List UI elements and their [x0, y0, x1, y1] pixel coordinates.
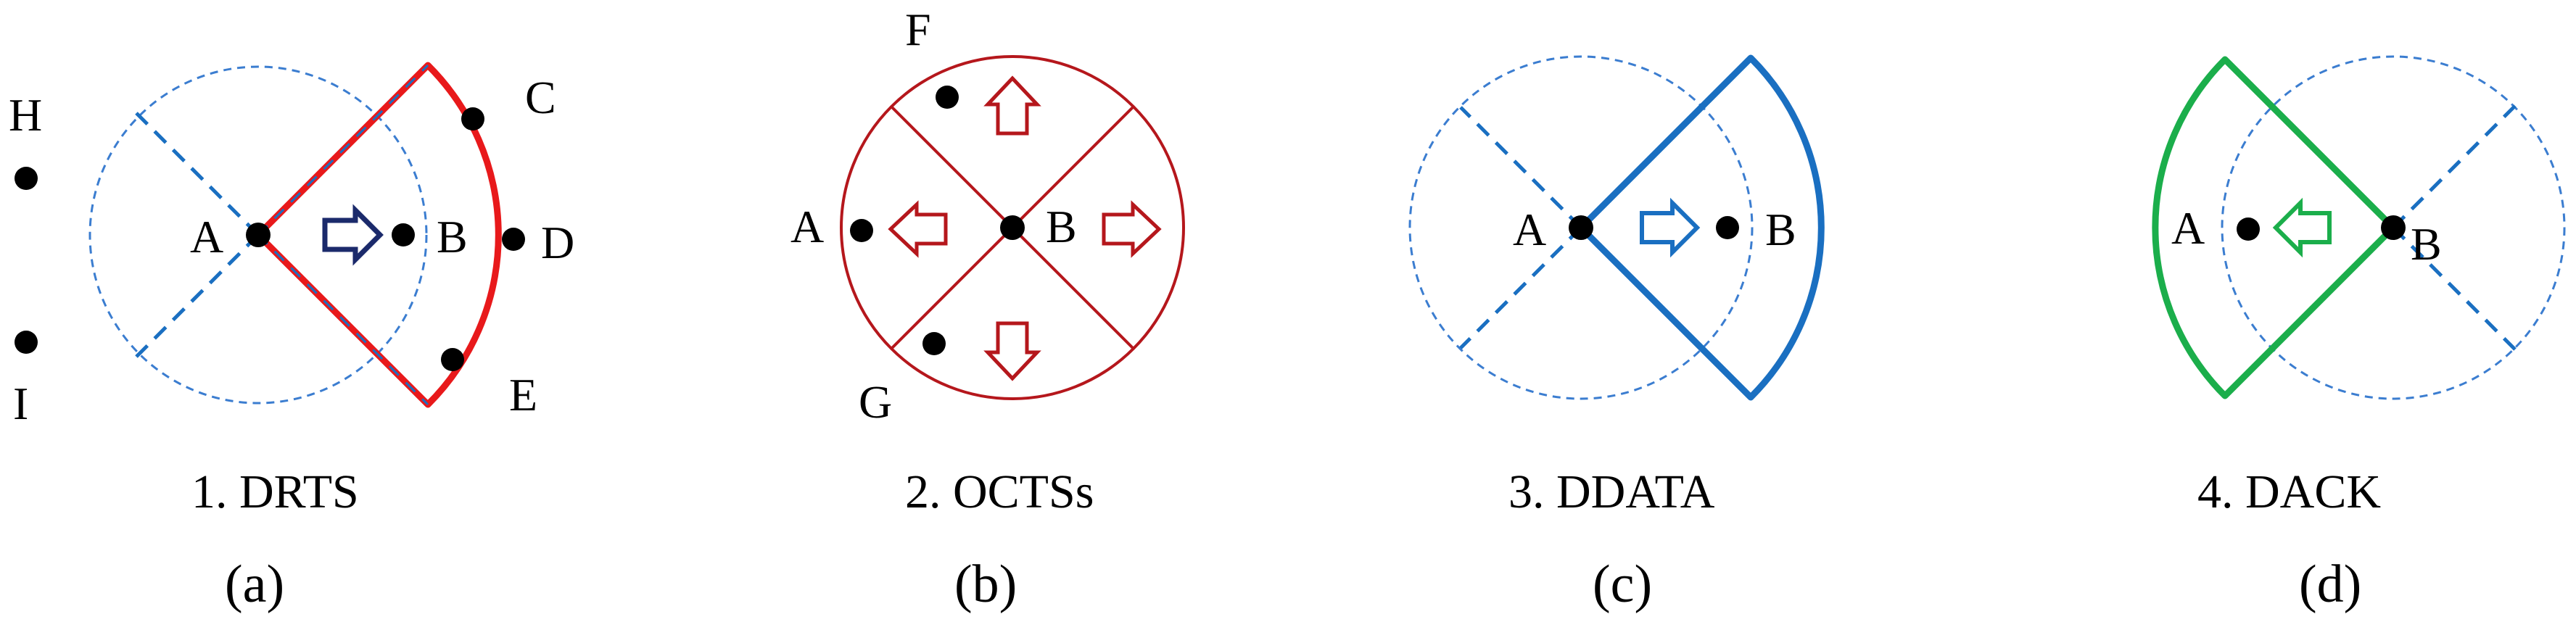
sector-dash-lower-d	[2392, 226, 2517, 351]
sector-dash-upper-d	[2392, 104, 2517, 229]
direction-arrow-right-icon	[322, 204, 384, 266]
sector-dash-lower-c	[1459, 226, 1582, 349]
range-circle-d	[2221, 55, 2566, 400]
sublabel-b: (b)	[954, 555, 1017, 614]
range-circle-c	[1408, 55, 1754, 400]
direction-arrow-left-icon	[888, 200, 948, 258]
panel-c: A B 3. DDATA (c)	[1408, 54, 1825, 614]
node-label-B: B	[1765, 204, 1796, 255]
panel-d: A B 4. DACK (d)	[2152, 55, 2566, 614]
node-B	[1716, 216, 1739, 239]
node-label-I: I	[13, 378, 28, 429]
caption-a: 1. DRTS	[191, 465, 359, 518]
direction-arrow-down-icon	[983, 321, 1041, 381]
node-label-F: F	[905, 4, 931, 55]
node-A	[850, 219, 873, 242]
node-A	[2237, 217, 2260, 241]
node-D	[502, 228, 525, 251]
node-label-A: A	[2171, 202, 2205, 254]
sector-dash-upper-a	[135, 112, 260, 236]
node-I	[15, 331, 38, 354]
panel-a: H I A B C D E 1. DRTS (a)	[9, 62, 574, 614]
caption-b: 2. OCTSs	[905, 465, 1094, 518]
node-label-C: C	[525, 72, 556, 123]
direction-arrow-right-icon	[1102, 200, 1162, 258]
node-label-H: H	[9, 89, 42, 141]
node-label-E: E	[509, 369, 537, 420]
node-C	[461, 107, 484, 130]
node-label-B: B	[437, 211, 468, 262]
sector-dash-upper-c	[1459, 106, 1582, 229]
node-E	[441, 348, 464, 371]
caption-d: 4. DACK	[2197, 465, 2381, 518]
sublabel-d: (d)	[2299, 555, 2361, 614]
sublabel-a: (a)	[225, 555, 284, 614]
sector-dash-overlay-upper-a	[257, 64, 429, 236]
node-B	[2381, 215, 2406, 240]
node-A	[1569, 215, 1593, 240]
node-label-A: A	[790, 201, 824, 252]
directional-sector-d	[2152, 56, 2397, 399]
panel-b: F A B G 2. OCTSs (b)	[790, 4, 1185, 614]
node-label-D: D	[541, 217, 574, 268]
node-B	[392, 223, 415, 246]
direction-arrow-right-icon	[1640, 197, 1701, 258]
sublabel-c: (c)	[1593, 555, 1652, 614]
node-label-A: A	[1513, 204, 1546, 255]
node-H	[15, 167, 38, 190]
direction-arrow-up-icon	[983, 75, 1041, 136]
node-F	[936, 86, 959, 109]
direction-arrow-left-icon	[2272, 197, 2332, 258]
node-B	[1000, 215, 1025, 240]
sector-dash-overlay-lower-a	[257, 233, 429, 406]
range-circle-b	[840, 55, 1185, 400]
node-label-A: A	[190, 211, 223, 262]
directional-sector-c	[1577, 54, 1825, 401]
node-label-B: B	[1046, 201, 1077, 252]
caption-c: 3. DDATA	[1508, 465, 1715, 518]
node-A	[246, 223, 271, 247]
node-label-G: G	[859, 376, 892, 428]
range-circle-a	[88, 65, 428, 405]
sector-dash-lower-a	[135, 233, 260, 358]
node-label-B: B	[2411, 218, 2442, 270]
node-G	[922, 332, 946, 355]
